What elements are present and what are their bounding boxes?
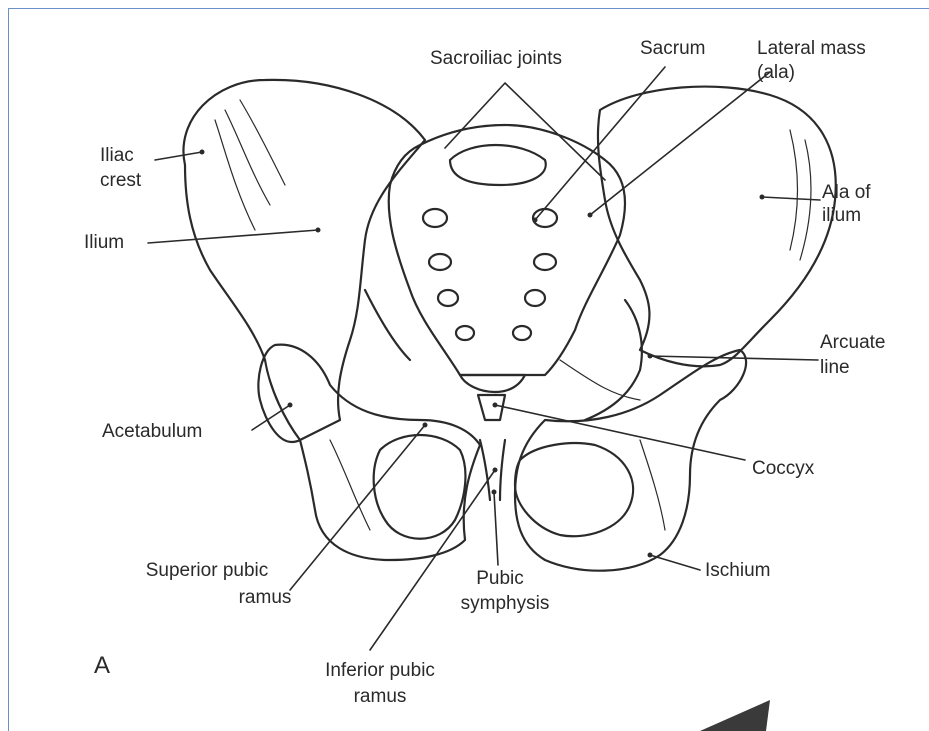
label-acetabulum: Acetabulum (102, 421, 202, 443)
label-ala-of-ilium-line1: Ala of (822, 182, 871, 204)
label-arcuate-line-line2: line (820, 357, 850, 379)
sacral-foramen (525, 290, 545, 306)
label-lateral-mass-line1: Lateral mass (757, 38, 866, 60)
corner-arrow-shape (700, 700, 770, 731)
label-pubic-symphysis-line2: symphysis (450, 593, 560, 615)
coccyx-shape (460, 375, 525, 392)
sacral-promontory (450, 145, 546, 185)
leader-sup-pubic (290, 425, 425, 590)
left-obturator (374, 435, 466, 539)
leader-sacrum (535, 67, 665, 220)
label-iliac-crest-line1: Iliac (100, 145, 134, 167)
label-ischium: Ischium (705, 560, 770, 582)
leader-symphysis (494, 492, 498, 565)
label-ilium: Ilium (84, 232, 124, 254)
label-iliac-crest-line2: crest (100, 170, 141, 192)
sacral-foramen (513, 326, 531, 340)
label-superior-pubic-ramus-line2: ramus (210, 587, 320, 609)
label-coccyx: Coccyx (752, 458, 814, 480)
label-inferior-pubic-ramus-line2: ramus (300, 686, 460, 708)
label-inferior-pubic-ramus-line1: Inferior pubic (290, 660, 470, 682)
label-ala-of-ilium-line2: ilium (822, 205, 861, 227)
label-sacrum: Sacrum (640, 38, 705, 60)
leader-iliac-crest (155, 152, 202, 160)
label-pubic-symphysis-line1: Pubic (450, 568, 550, 590)
panel-letter: A (94, 652, 110, 680)
right-ilium-shape (598, 87, 836, 367)
right-hip-lower (515, 350, 746, 571)
sacral-foramen (534, 254, 556, 270)
leader-lateral-mass (590, 72, 770, 215)
arcuate-line-shape (585, 300, 642, 420)
label-arcuate-line-line1: Arcuate (820, 332, 885, 354)
label-lateral-mass-line2: (ala) (757, 62, 795, 84)
leader-ischium (650, 555, 700, 570)
sacral-foramen (438, 290, 458, 306)
sacral-foramen (456, 326, 474, 340)
right-obturator (515, 443, 633, 536)
sacral-foramen (423, 209, 447, 227)
coccyx-tip (478, 395, 505, 420)
leader-ilium (148, 230, 318, 243)
sacral-foramen (429, 254, 451, 270)
label-superior-pubic-ramus-line1: Superior pubic (112, 560, 302, 582)
left-pelvic-brim (365, 290, 410, 360)
sacrum-shape (389, 125, 625, 375)
label-sacroiliac-joints: Sacroiliac joints (430, 48, 562, 70)
